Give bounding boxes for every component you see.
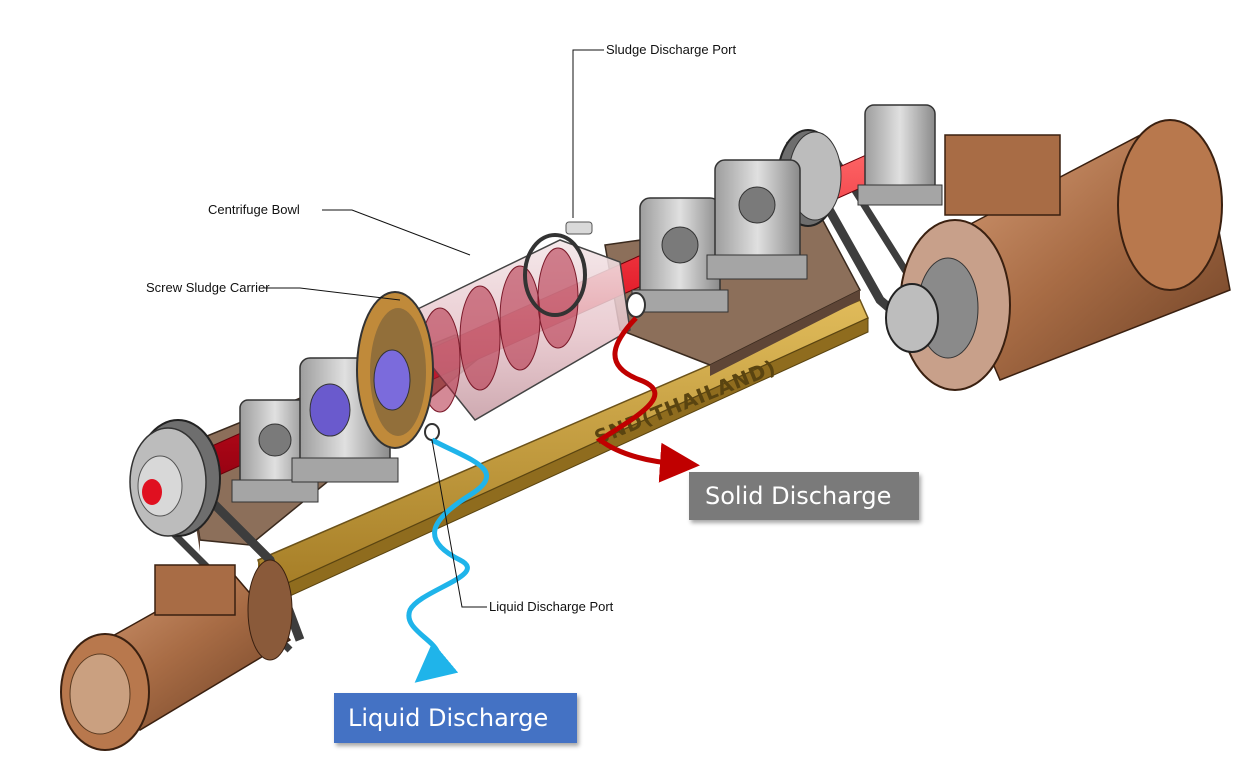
screw-flights bbox=[419, 247, 579, 413]
motor-right bbox=[885, 119, 1231, 391]
bearing-block-4 bbox=[706, 159, 808, 280]
callout-liquid-port: Liquid Discharge Port bbox=[489, 599, 614, 614]
bearing-block-5 bbox=[857, 104, 943, 206]
solid-discharge-label: Solid Discharge bbox=[689, 472, 919, 520]
pulley-left bbox=[129, 419, 221, 537]
centrifuge-bowl bbox=[393, 221, 646, 421]
callout-sludge-port: Sludge Discharge Port bbox=[606, 42, 736, 57]
liquid-discharge-label: Liquid Discharge bbox=[334, 693, 577, 743]
bowl-flange bbox=[356, 291, 440, 449]
sludge-port-nozzle bbox=[565, 221, 593, 235]
motor-left bbox=[60, 559, 293, 751]
callout-centrifuge-bowl: Centrifuge Bowl bbox=[208, 202, 300, 217]
callout-leaders bbox=[262, 49, 604, 608]
callout-screw-carrier: Screw Sludge Carrier bbox=[146, 280, 270, 295]
liquid-discharge-arrow bbox=[406, 437, 489, 683]
solid-discharge-arrow bbox=[595, 316, 700, 483]
bearing-block-3 bbox=[631, 197, 729, 313]
